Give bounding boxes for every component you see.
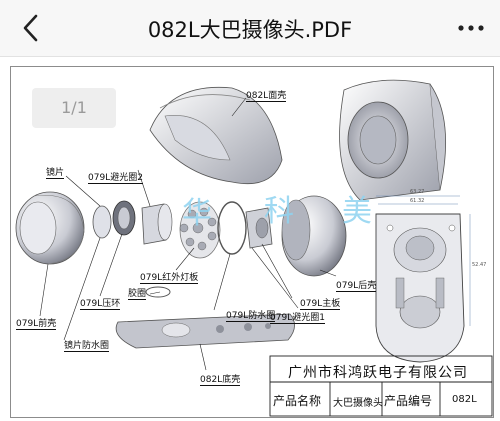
- ellipsis-icon[interactable]: [456, 14, 486, 42]
- dimension-3: 52.47: [472, 262, 487, 268]
- front-view-drawing: [375, 195, 471, 363]
- product-code-value: 082L: [452, 394, 477, 405]
- product-code-label: 产品编号: [384, 394, 433, 408]
- label-lens: 镜片: [46, 165, 65, 179]
- dimension-1: 63.27: [410, 189, 425, 195]
- label-pressure-ring: 079L压环: [80, 296, 121, 310]
- top-bar: 082L大巴摄像头.PDF: [0, 0, 500, 57]
- watermark-char-2: 科: [264, 194, 294, 229]
- product-name-value: 大巴摄像头: [333, 398, 383, 409]
- lens-part: [92, 205, 112, 239]
- label-glue-ring: 胶圈: [128, 286, 147, 300]
- chevron-left-icon[interactable]: [16, 12, 46, 44]
- dimension-2: 61.32: [410, 198, 425, 204]
- company-name: 广州市科鸿跃电子有限公司: [288, 365, 468, 381]
- bottom-shell-part: [115, 313, 295, 349]
- label-ir-board: 079L红外灯板: [140, 270, 199, 284]
- label-ring2: 079L避光圈2: [88, 170, 143, 184]
- glue-ring-part: [145, 286, 171, 298]
- label-waterproof-ring: 079L防水圈: [226, 308, 276, 322]
- document-title: 082L大巴摄像头.PDF: [147, 18, 353, 42]
- page-indicator: 1/1: [32, 88, 116, 128]
- product-name-label: 产品名称: [273, 394, 322, 408]
- watermark-char-3: 美: [342, 194, 372, 229]
- watermark-char-1: 华: [182, 196, 212, 231]
- page-indicator-text: 1/1: [61, 98, 87, 117]
- label-front-cover: 082L面壳: [246, 88, 287, 102]
- label-main-board: 079L主板: [300, 296, 341, 310]
- label-ring1: 079L避光圈1: [270, 310, 325, 324]
- label-bottom-shell: 082L底壳: [200, 372, 241, 386]
- label-lens-waterproof: 镜片防水圈: [64, 338, 110, 352]
- label-front-shell: 079L前壳: [16, 316, 57, 330]
- label-rear-shell: 079L后壳: [336, 278, 377, 292]
- waterproof-ring-part: [217, 201, 247, 255]
